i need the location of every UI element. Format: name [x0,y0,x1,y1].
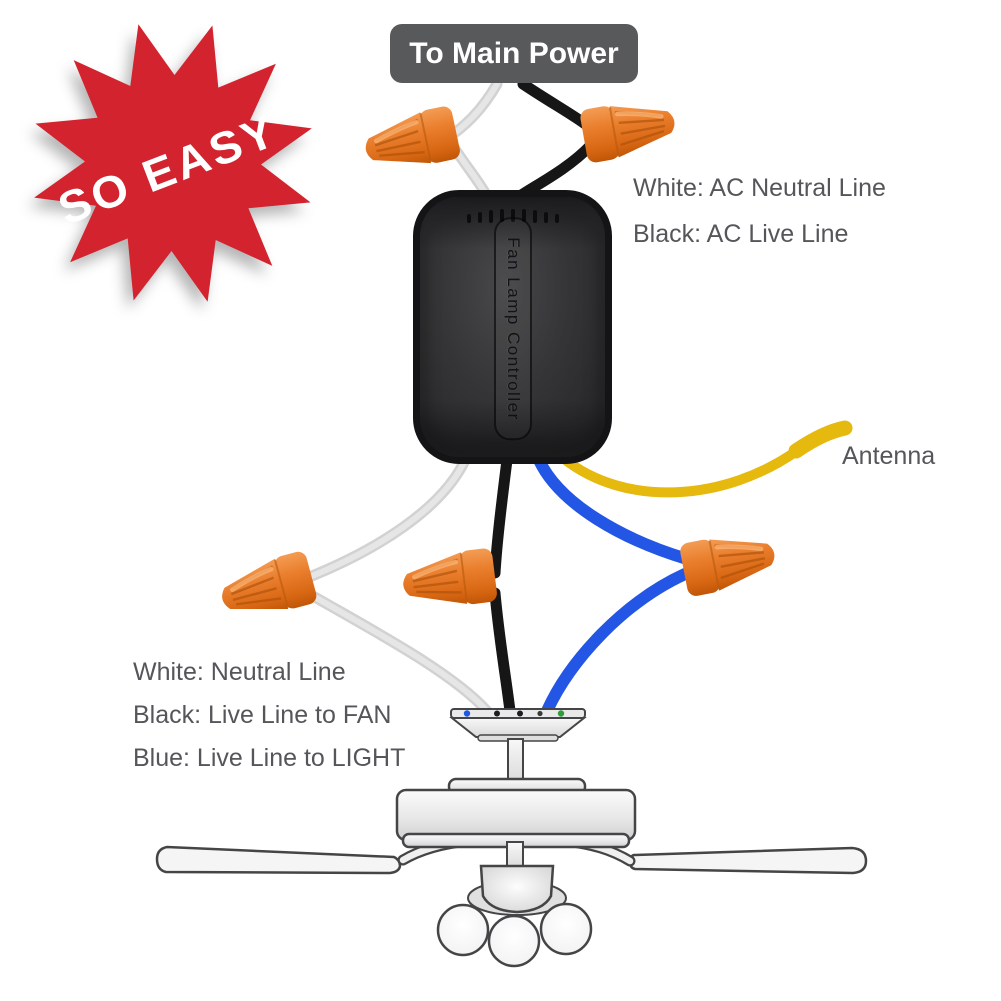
ceiling-fan [155,708,868,968]
label-neutral: White: Neutral Line [133,658,346,686]
fan-blade-left [155,845,402,875]
wire-nut-top-right [579,95,679,164]
controller-engraved-label: Fan Lamp Controller [494,217,532,441]
light-bulb [436,903,490,957]
label-ac-neutral: White: AC Neutral Line [633,174,886,202]
label-live-light: Blue: Live Line to LIGHT [133,744,406,772]
blue-wire-bottom [533,454,693,717]
fan-motor-housing [395,777,637,849]
fan-blade-right [628,846,868,875]
light-bulb [487,914,541,968]
main-power-label: To Main Power [390,24,638,83]
wire-nut-mid-right [679,527,780,598]
fan-light-kit [436,841,593,968]
label-antenna: Antenna [842,442,936,470]
light-bulb [539,902,593,956]
bracket-terminal-dots [463,710,565,717]
wire-nut-mid-left [216,550,319,626]
yellow-antenna-wire [558,420,853,498]
so-easy-starburst [34,24,312,302]
controller-vent-slots [466,209,559,223]
black-wire-top [511,78,598,204]
white-wire-top [446,78,503,204]
wire-nut-mid-center [400,547,498,612]
label-live-fan: Black: Live Line to FAN [133,701,392,729]
label-ac-live: Black: AC Live Line [633,220,849,248]
fan-downrod [507,738,524,785]
fan-lamp-controller-box [413,190,612,464]
white-wire-bottom [300,450,493,717]
fan-mounting-bracket [449,708,587,742]
black-wire-bottom [489,454,516,717]
wire-nut-top-left [360,105,461,177]
